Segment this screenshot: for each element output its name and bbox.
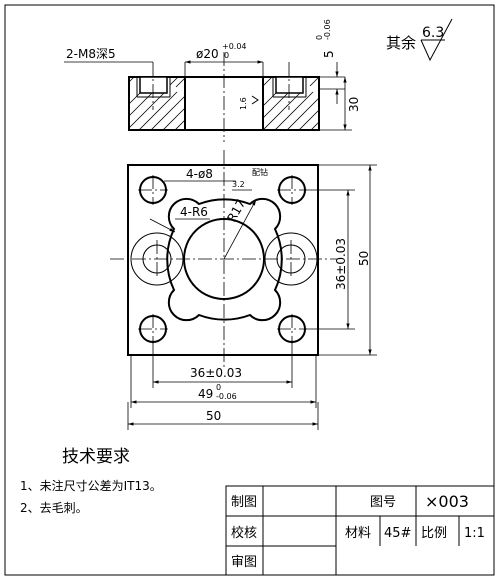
horizontal-mid-dim: 49: [198, 387, 213, 401]
arc-note: 4-R6: [180, 205, 208, 219]
vertical-tol-dim: 36±0.03: [334, 238, 348, 290]
top-step-tol-upper: 0: [315, 35, 324, 40]
horizontal-mid-tol-lower: -0.06: [216, 392, 237, 401]
bore-tolerance-lower: 0: [224, 51, 229, 60]
requirements-title: 技术要求: [62, 447, 130, 467]
scale-label: 比例: [421, 526, 447, 541]
height-dim: 30: [347, 97, 361, 112]
plan-view: 4-ø8 4-R6 R17 3.2 配钻 36±0.03 50 36±0.03 …: [110, 150, 377, 430]
top-step-tol-lower: -0.06: [323, 19, 332, 40]
section-view: 2-M8深5 ø20 +0.04 0 1.6 5 0 -0.06 30: [64, 19, 361, 142]
scale-value: 1:1: [464, 526, 485, 541]
bore-roughness: 1.6: [239, 97, 248, 110]
horizontal-tol-dim: 36±0.03: [190, 366, 242, 380]
reviewed-label: 审图: [231, 555, 257, 570]
bore-diameter: ø20: [196, 47, 219, 61]
thread-note: 2-M8深5: [66, 47, 116, 61]
roughness-symbol: 其余 6.3: [386, 18, 453, 62]
section-hatching-right: [262, 76, 320, 131]
small-note-b: 配钻: [252, 167, 268, 177]
horizontal-mid-tol-upper: 0: [216, 383, 221, 392]
bore-tolerance-upper: +0.04: [222, 42, 247, 51]
title-block: 制图 图号 ×003 校核 材料 45# 比例 1:1 审图: [225, 485, 495, 576]
drawing-no: ×003: [425, 492, 469, 511]
drawing-no-label: 图号: [370, 495, 396, 510]
horizontal-overall-dim: 50: [206, 409, 221, 423]
vertical-overall-dim: 50: [357, 251, 371, 266]
roughness-prefix: 其余: [386, 34, 416, 52]
top-step-dim: 5: [322, 50, 336, 58]
requirement-item: 1、未注尺寸公差为IT13。: [20, 478, 162, 493]
roughness-value: 6.3: [422, 25, 444, 41]
material-value: 45#: [384, 526, 411, 541]
technical-requirements: 技术要求 1、未注尺寸公差为IT13。 2、去毛刺。: [20, 447, 162, 515]
drafted-label: 制图: [231, 495, 257, 510]
holes-note: 4-ø8: [186, 167, 213, 181]
checked-label: 校核: [231, 525, 257, 541]
material-label: 材料: [345, 526, 371, 541]
small-note-a: 3.2: [232, 180, 245, 189]
requirement-item: 2、去毛刺。: [20, 501, 88, 515]
